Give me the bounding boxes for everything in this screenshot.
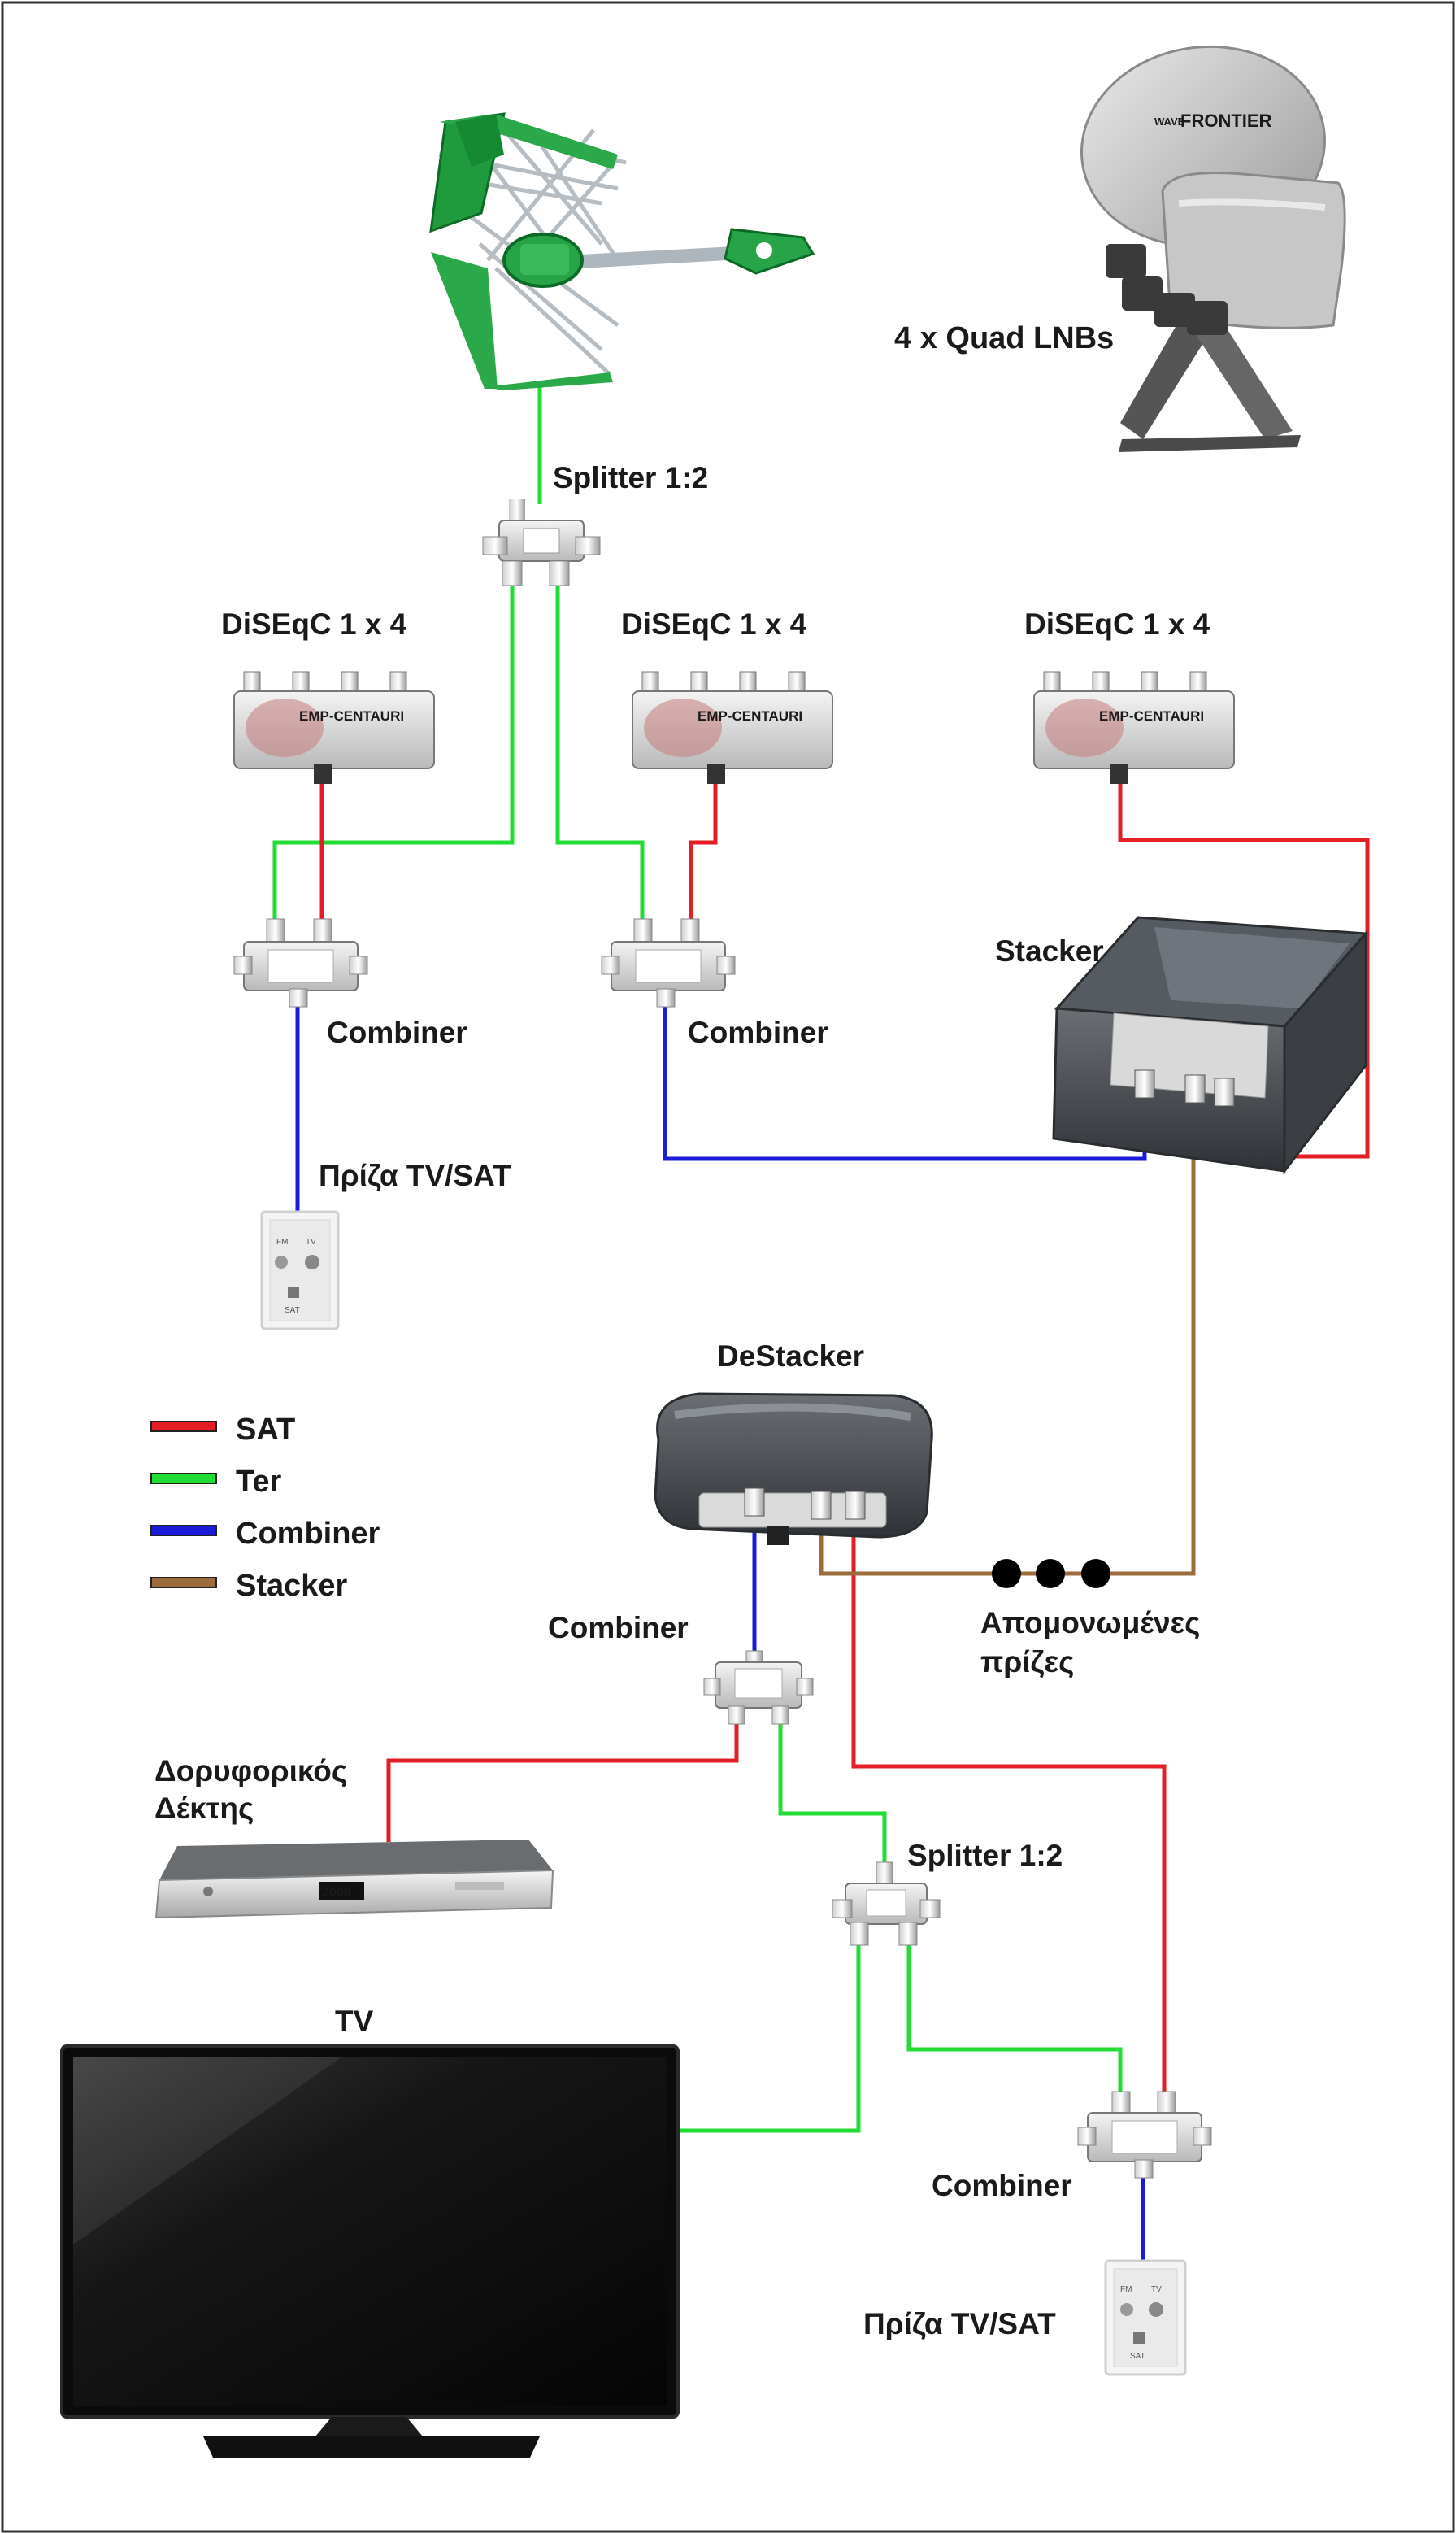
cable-sat-diseqc2 (689, 781, 718, 927)
legend-item-ter: Ter (150, 1465, 282, 1499)
diseqc-switch-2-device: EMP-CENTAURI (632, 671, 833, 784)
isolated-outlets-label-line2: πρίζες (980, 1645, 1074, 1678)
combiner-2-device (601, 918, 736, 1008)
destacker-device (654, 1392, 933, 1545)
wall-outlet-1-device: FM TV SAT (260, 1210, 340, 1330)
combiner-3-label: Combiner (548, 1611, 689, 1644)
lnbs-label: 4 x Quad LNBs (894, 321, 1114, 355)
outlet-sat-label: SAT (1130, 2352, 1145, 2361)
splitter-top-label: Splitter 1:2 (553, 461, 708, 494)
outlet-tv-label: TV (1151, 2285, 1162, 2294)
combiner-2-label: Combiner (688, 1016, 828, 1049)
isolated-outlet-dot (1036, 1559, 1065, 1588)
combiner-4-device (1077, 2091, 1212, 2179)
labels: 4 x Quad LNBs Splitter 1:2 DiSEqC 1 x 4 … (154, 321, 1210, 2340)
isolated-outlet-dot (1081, 1559, 1110, 1588)
isolated-outlet-dot (992, 1559, 1021, 1588)
outlet-fm-label: FM (276, 1238, 288, 1247)
diseqc-brand: EMP-CENTAURI (299, 708, 404, 724)
combiner-3-device (703, 1650, 814, 1725)
cable-sat-combiner3-receiver (386, 1716, 739, 1842)
outlet-tv-label: TV (306, 1238, 316, 1247)
isolated-outlets-label-line1: Απομονωμένες (980, 1606, 1200, 1639)
combiner-1-device (233, 918, 368, 1008)
splitter-bottom-label: Splitter 1:2 (907, 1839, 1063, 1872)
splitter-bottom-device (832, 1861, 941, 1946)
legend: SAT Ter Combiner Stacker (150, 1413, 380, 1603)
television-device (60, 2044, 680, 2458)
splitter-top-device (482, 499, 601, 586)
cables (272, 382, 1370, 2277)
diseqc-brand: EMP-CENTAURI (1099, 708, 1204, 724)
dish-brand: FRONTIER (1180, 111, 1272, 131)
legend-label: Stacker (236, 1569, 348, 1603)
cable-ter-splitter-tv (675, 1935, 861, 2133)
isolated-outlet-dots (992, 1559, 1110, 1588)
legend-swatch (150, 1525, 217, 1536)
cable-ter-splitter-combiner1 (272, 586, 515, 927)
diseqc-switch-1-device: EMP-CENTAURI (233, 671, 435, 784)
outlet-fm-label: FM (1120, 2285, 1132, 2294)
legend-label: SAT (236, 1413, 295, 1447)
tv-label: TV (335, 2005, 374, 2038)
legend-swatch (150, 1577, 217, 1588)
stacker-device (1052, 916, 1369, 1175)
diseqc-2-label: DiSEqC 1 x 4 (621, 607, 807, 641)
satellite-dish-icon: WAVE FRONTIER (1080, 45, 1346, 452)
receiver-label-line2: Δέκτης (154, 1792, 254, 1825)
destacker-label: DeStacker (717, 1339, 864, 1373)
satellite-receiver-device: 2008 (154, 1840, 554, 1919)
legend-label: Ter (236, 1465, 282, 1499)
receiver-display: 2008 (322, 1886, 351, 1900)
legend-swatch (150, 1473, 217, 1484)
diseqc-switch-3-device: EMP-CENTAURI (1033, 671, 1235, 784)
combiner-1-label: Combiner (327, 1016, 467, 1049)
cable-ter-combiner3-splitter (778, 1724, 887, 1879)
dish-brand-prefix: WAVE (1154, 115, 1185, 128)
outlet-sat-label: SAT (285, 1306, 300, 1315)
legend-swatch (150, 1421, 217, 1432)
terrestrial-antenna-icon (429, 112, 815, 390)
diseqc-brand: EMP-CENTAURI (698, 708, 802, 724)
diseqc-1-label: DiSEqC 1 x 4 (221, 607, 407, 641)
stacker-label: Stacker (995, 934, 1104, 968)
legend-item-combiner: Combiner (150, 1517, 380, 1551)
diseqc-3-label: DiSEqC 1 x 4 (1024, 607, 1210, 641)
wall-outlet-2-device: FM TV SAT (1104, 2259, 1187, 2376)
legend-label: Combiner (236, 1517, 380, 1551)
cable-ter-splitter-combiner2 (555, 586, 645, 927)
legend-item-sat: SAT (150, 1413, 295, 1447)
combiner-4-label: Combiner (932, 2169, 1072, 2202)
legend-item-stacker: Stacker (150, 1569, 348, 1603)
receiver-label-line1: Δορυφορικός (154, 1754, 347, 1787)
outlet-2-label: Πρίζα TV/SAT (863, 2307, 1056, 2340)
outlet-1-label: Πρίζα TV/SAT (319, 1159, 511, 1192)
cable-sat-destacker-combiner4 (851, 1529, 1167, 2098)
cable-ter-splitter-combiner4 (906, 1935, 1123, 2098)
